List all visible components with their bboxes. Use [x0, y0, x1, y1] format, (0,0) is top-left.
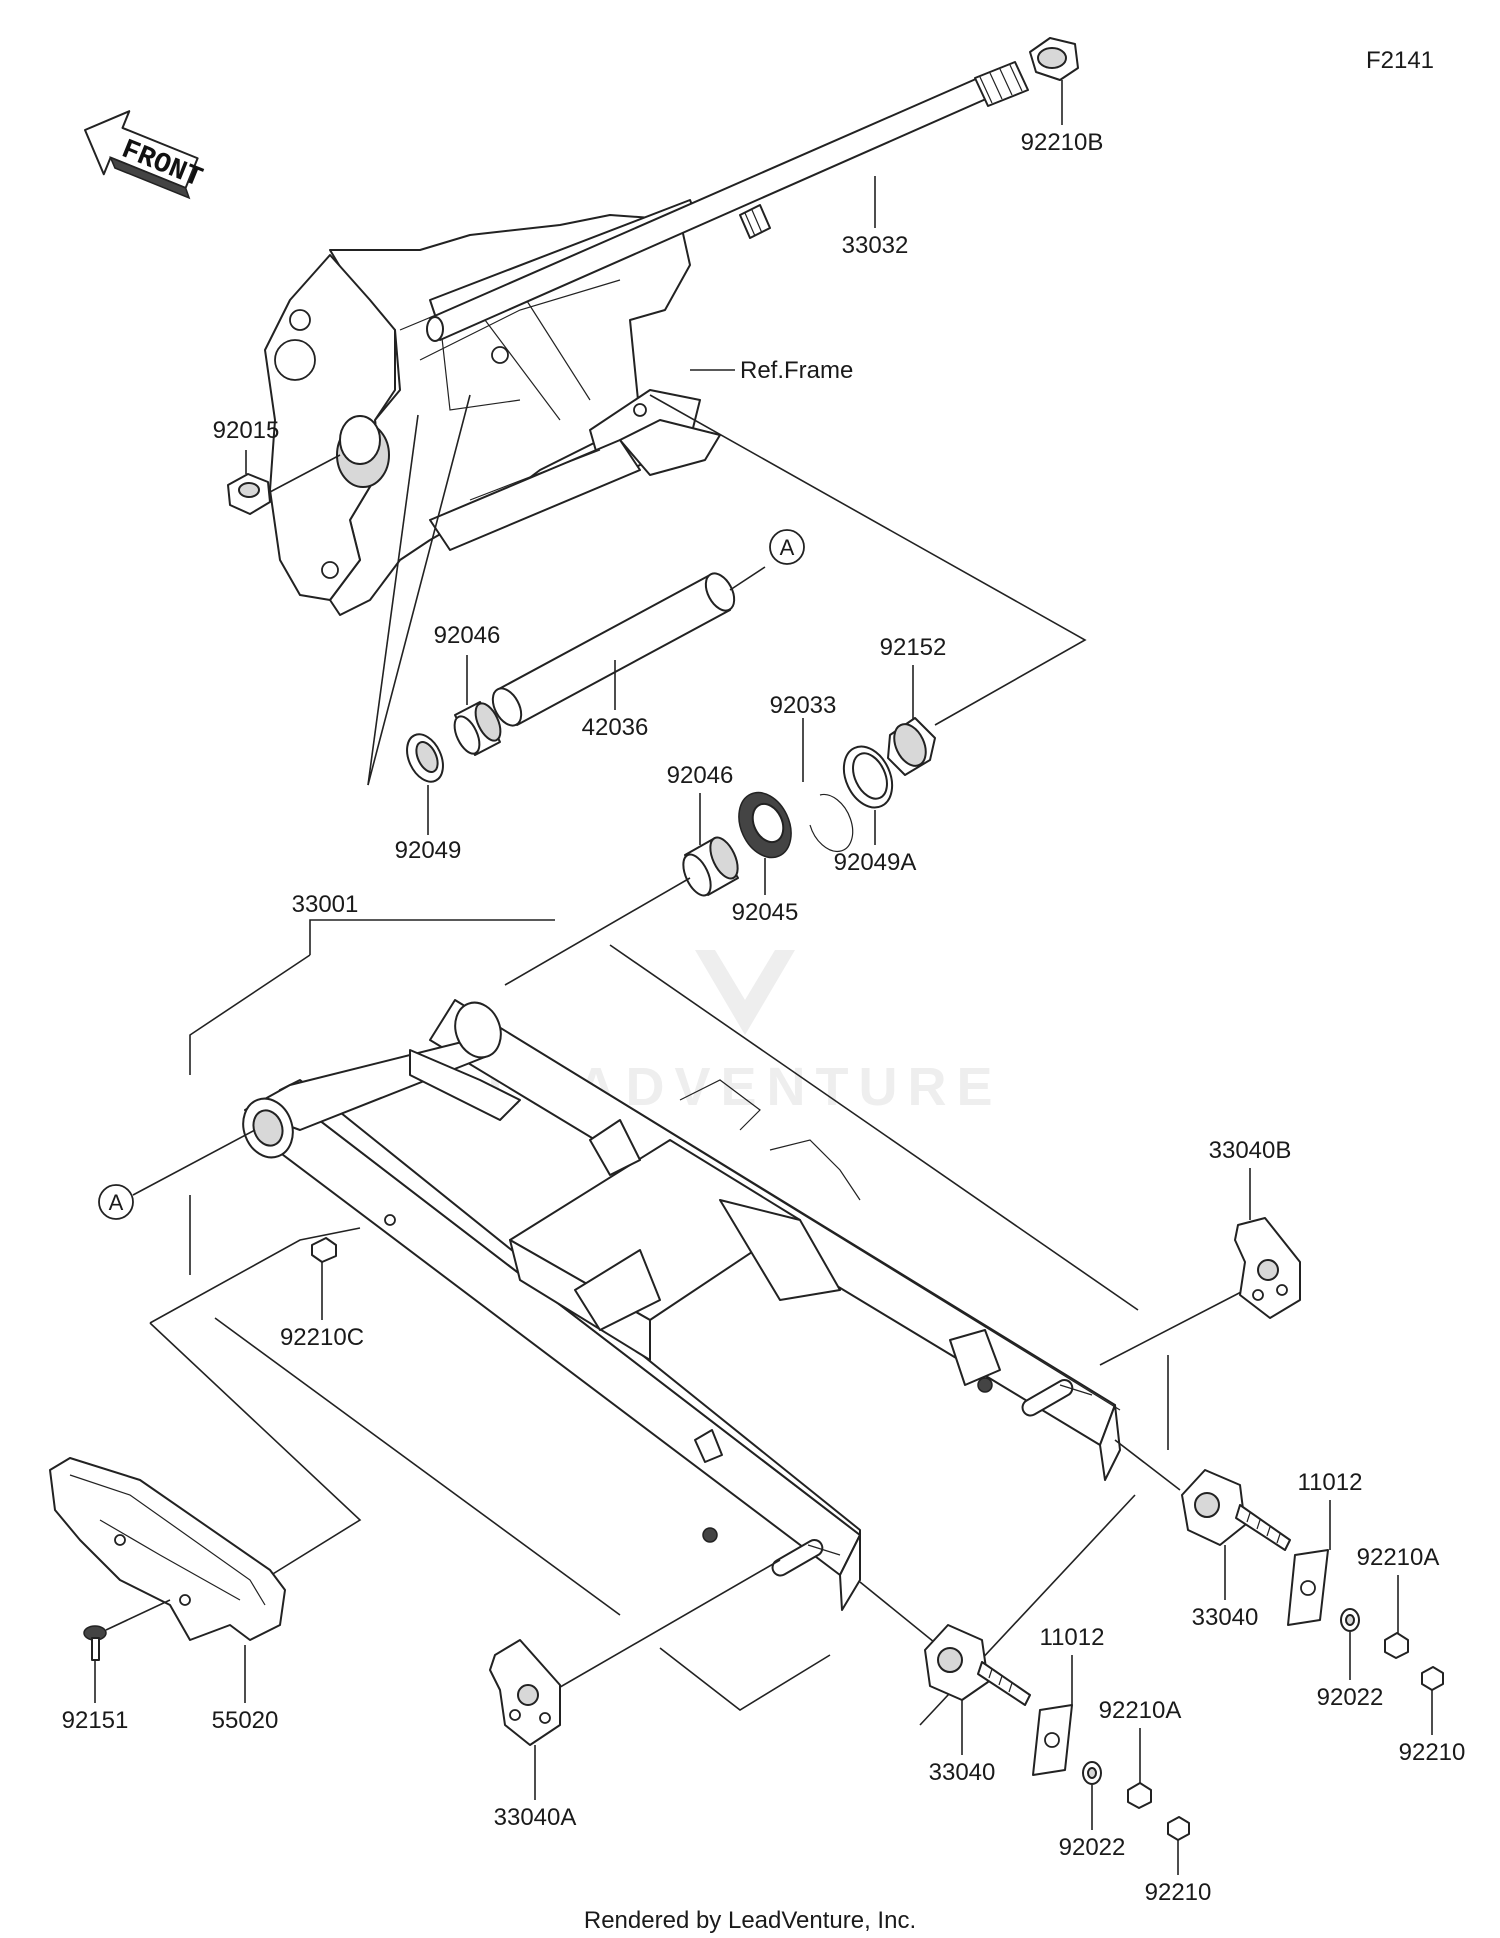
leader-callout-a-bottom — [132, 1129, 256, 1196]
ball-bearing-92045 — [738, 791, 792, 859]
leader-frame-left-1 — [367, 394, 471, 786]
svg-text:A: A — [780, 535, 795, 560]
label-33040-mid: 33040 — [929, 1759, 996, 1786]
label-33040B: 33040B — [1209, 1137, 1292, 1164]
leader-33001-b — [189, 954, 311, 1075]
sleeve-42036 — [491, 572, 736, 727]
chain-adjuster-33040-right — [1181, 1469, 1291, 1551]
nut-92210A-right — [1384, 1632, 1409, 1659]
nut-92210B — [1029, 37, 1079, 81]
label-92049A: 92049A — [834, 849, 917, 876]
label-55020: 55020 — [212, 1707, 279, 1734]
label-42036: 42036 — [582, 714, 649, 741]
block-11012-mid — [1032, 1704, 1073, 1776]
label-33040-right: 33040 — [1192, 1604, 1259, 1631]
leader-92015-frame — [269, 454, 341, 493]
guide-line-33040A — [554, 1559, 781, 1691]
bolt-92151 — [83, 1599, 171, 1661]
nut-92210-right — [1421, 1666, 1444, 1691]
guide-line-left — [149, 1322, 362, 1586]
chain-guard-55020 — [49, 1457, 286, 1641]
nut-92210-mid — [1167, 1816, 1190, 1841]
washer-92022-right — [1340, 1608, 1360, 1632]
svg-text:A: A — [109, 1190, 124, 1215]
label-92210C: 92210C — [280, 1324, 364, 1351]
label-92210-mid: 92210 — [1145, 1879, 1212, 1906]
washer-92022-mid — [1082, 1761, 1102, 1785]
frame-reference-illustration — [264, 199, 721, 616]
collar-92152 — [887, 717, 936, 776]
label-33032: 33032 — [842, 232, 909, 259]
label-92210-right: 92210 — [1399, 1739, 1466, 1766]
label-92046-mid: 92046 — [667, 762, 734, 789]
label-11012-mid: 11012 — [1040, 1624, 1105, 1651]
guide-line-right-1 — [609, 944, 1139, 1311]
ref-frame-leader: Ref.Frame — [690, 357, 853, 384]
label-92033: 92033 — [770, 692, 837, 719]
guide-line-bottom-3 — [214, 1317, 621, 1616]
leader-frame-right — [649, 394, 1087, 726]
bolt-92210C — [311, 1237, 337, 1263]
needle-bearing-92046-mid — [682, 836, 739, 897]
leader-bearing-to-swingarm — [504, 877, 691, 986]
ref-frame-label: Ref.Frame — [740, 357, 853, 384]
label-92045: 92045 — [732, 899, 799, 926]
needle-bearing-92046-top — [453, 701, 502, 756]
leader-frame-left-2 — [367, 414, 419, 786]
swingarm-33001 — [242, 999, 1121, 1611]
guide-line-bottom-2 — [659, 1647, 831, 1711]
label-33040A: 33040A — [494, 1804, 577, 1831]
nut-92015 — [227, 473, 271, 515]
leader-42036-a — [729, 566, 766, 591]
label-33001: 33001 — [292, 891, 359, 918]
footer-credit: Rendered by LeadVenture, Inc. — [584, 1907, 916, 1934]
guide-line-axle-right — [1114, 1439, 1181, 1491]
label-92022-mid: 92022 — [1059, 1834, 1126, 1861]
callout-a-bottom: A — [98, 1184, 134, 1220]
circlip-92033 — [809, 793, 854, 853]
label-92022-right: 92022 — [1317, 1684, 1384, 1711]
label-11012-right: 11012 — [1298, 1469, 1363, 1496]
guide-line-right-2 — [1099, 1289, 1246, 1366]
pivot-shaft-33032 — [426, 61, 1029, 342]
label-92151: 92151 — [62, 1707, 129, 1734]
chain-adjuster-33040-mid — [924, 1624, 1031, 1706]
callout-a-top: A — [769, 529, 805, 565]
nut-92210A-mid — [1127, 1782, 1152, 1809]
chain-adjuster-plate-33040A — [489, 1639, 561, 1746]
leader-33001 — [309, 919, 555, 955]
label-92210A-mid: 92210A — [1099, 1697, 1182, 1724]
label-92210A-right: 92210A — [1357, 1544, 1440, 1571]
seal-92049 — [406, 733, 444, 783]
label-92046-top: 92046 — [434, 622, 501, 649]
chain-adjuster-plate-33040B — [1234, 1217, 1301, 1319]
guide-line-left-top — [149, 1227, 361, 1324]
front-arrow-icon: FRONT — [84, 110, 206, 200]
diagram-code: F2141 — [1366, 47, 1434, 74]
label-92152: 92152 — [880, 634, 947, 661]
label-92015: 92015 — [213, 417, 280, 444]
label-92049: 92049 — [395, 837, 462, 864]
label-92210B: 92210B — [1021, 129, 1104, 156]
block-11012-right — [1287, 1549, 1329, 1626]
seal-92049A — [842, 745, 894, 809]
